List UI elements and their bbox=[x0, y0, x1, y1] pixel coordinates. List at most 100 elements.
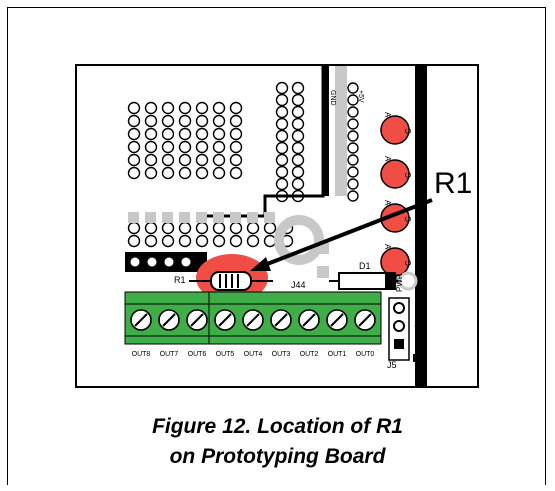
screw-slot bbox=[246, 313, 260, 327]
grid-hole bbox=[212, 153, 226, 167]
header-hole bbox=[275, 153, 289, 167]
led-label: DS2 bbox=[416, 168, 425, 184]
grid-hole bbox=[229, 221, 243, 235]
pad bbox=[264, 212, 275, 223]
grid-hole bbox=[212, 101, 226, 115]
pad bbox=[179, 212, 190, 223]
grid-hole bbox=[127, 140, 141, 154]
grid-hole bbox=[144, 166, 158, 180]
grid-hole bbox=[229, 101, 243, 115]
header-hole bbox=[291, 165, 305, 179]
grid-hole bbox=[195, 101, 209, 115]
output-label-out6: OUT6 bbox=[188, 351, 207, 358]
screw-slot bbox=[162, 313, 176, 327]
led-pin-c: C bbox=[404, 128, 413, 134]
pad bbox=[145, 212, 156, 223]
grid-hole bbox=[161, 140, 175, 154]
header-hole bbox=[347, 82, 359, 94]
grid-hole bbox=[195, 127, 209, 141]
header-hole bbox=[275, 93, 289, 107]
header-hole bbox=[275, 117, 289, 131]
grid-hole bbox=[229, 153, 243, 167]
grid-hole bbox=[161, 166, 175, 180]
pad bbox=[317, 242, 329, 254]
pad bbox=[162, 212, 173, 223]
output-label-out7: OUT7 bbox=[160, 351, 179, 358]
grid-hole bbox=[229, 166, 243, 180]
grid-hole bbox=[161, 153, 175, 167]
output-label-out8: OUT8 bbox=[132, 351, 151, 358]
bar-hole bbox=[164, 257, 174, 267]
j5-pin bbox=[393, 320, 405, 332]
output-label-out5: OUT5 bbox=[216, 351, 235, 358]
grid-hole bbox=[161, 221, 175, 235]
grid-hole bbox=[178, 221, 192, 235]
grid-hole bbox=[229, 234, 243, 248]
header-hole bbox=[275, 81, 289, 95]
led-pin-a: A bbox=[383, 244, 392, 250]
grid-hole bbox=[178, 234, 192, 248]
header-hole bbox=[275, 141, 289, 155]
resistor-bands bbox=[219, 274, 239, 288]
grid-hole bbox=[127, 114, 141, 128]
grid-hole bbox=[178, 140, 192, 154]
grid-hole bbox=[161, 234, 175, 248]
corner-marker bbox=[413, 354, 421, 362]
grid-hole bbox=[161, 101, 175, 115]
led-ds2 bbox=[380, 159, 410, 189]
header-hole bbox=[291, 117, 305, 131]
pad bbox=[317, 266, 329, 278]
grid-hole bbox=[127, 101, 141, 115]
j5-pin-label: – bbox=[415, 340, 420, 350]
header-hole bbox=[291, 153, 305, 167]
pad bbox=[247, 212, 258, 223]
header-hole bbox=[291, 81, 305, 95]
header-hole bbox=[347, 118, 359, 130]
grid-hole bbox=[144, 153, 158, 167]
header-label-gnd: GND bbox=[329, 90, 336, 106]
grid-hole bbox=[195, 234, 209, 248]
diode-band bbox=[385, 273, 395, 289]
resistor-label: R1 bbox=[174, 275, 186, 285]
vertical-header-holes bbox=[275, 81, 359, 203]
header-hole bbox=[275, 129, 289, 143]
header-label-5v: +5V bbox=[357, 90, 364, 103]
pad bbox=[230, 212, 241, 223]
grid-hole bbox=[127, 221, 141, 235]
bar-hole bbox=[130, 257, 140, 267]
header-hole bbox=[347, 142, 359, 154]
led-label: DS1 bbox=[416, 124, 425, 140]
header-hole bbox=[347, 178, 359, 190]
grid-hole bbox=[127, 166, 141, 180]
grid-hole bbox=[212, 234, 226, 248]
grid-hole bbox=[212, 127, 226, 141]
grid-hole bbox=[178, 166, 192, 180]
output-label-out3: OUT3 bbox=[272, 351, 291, 358]
j5-pin-label: – bbox=[415, 302, 420, 312]
grid-hole bbox=[212, 166, 226, 180]
grid-hole bbox=[144, 114, 158, 128]
grid-hole bbox=[195, 153, 209, 167]
grid-hole bbox=[195, 114, 209, 128]
header-hole bbox=[291, 93, 305, 107]
figure-caption-line2: on Prototyping Board bbox=[169, 445, 386, 468]
grid-hole bbox=[144, 127, 158, 141]
grid-hole bbox=[195, 221, 209, 235]
grid-hole bbox=[246, 221, 260, 235]
grid-hole bbox=[229, 114, 243, 128]
jumper-label: J44 bbox=[291, 280, 306, 290]
pwr-label: PWR bbox=[395, 273, 404, 292]
output-label-out1: OUT1 bbox=[328, 351, 347, 358]
output-label-out2: OUT2 bbox=[300, 351, 319, 358]
screw-slot bbox=[274, 313, 288, 327]
header-hole bbox=[275, 177, 289, 191]
diode-label: D1 bbox=[359, 261, 371, 271]
header-hole bbox=[347, 190, 359, 202]
screw-slot bbox=[134, 313, 148, 327]
led-pin-a: A bbox=[383, 200, 392, 206]
header-hole bbox=[347, 106, 359, 118]
grid-hole bbox=[178, 114, 192, 128]
